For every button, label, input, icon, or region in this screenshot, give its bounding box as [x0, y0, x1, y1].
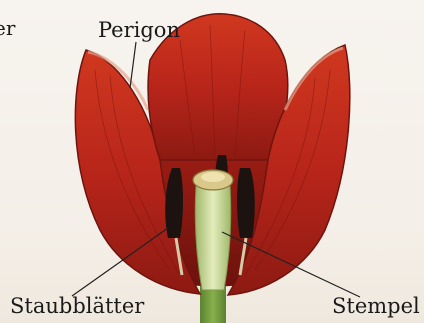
label-staubblaetter: Staubblätter — [10, 296, 144, 317]
leader-perigon — [130, 42, 136, 88]
stigma-highlight — [201, 172, 225, 182]
stamen-right — [237, 168, 255, 238]
label-stempel: Stempel — [332, 296, 420, 317]
label-fragment: er — [0, 18, 15, 38]
pistil — [195, 185, 231, 290]
label-perigon: Perigon — [98, 20, 180, 41]
